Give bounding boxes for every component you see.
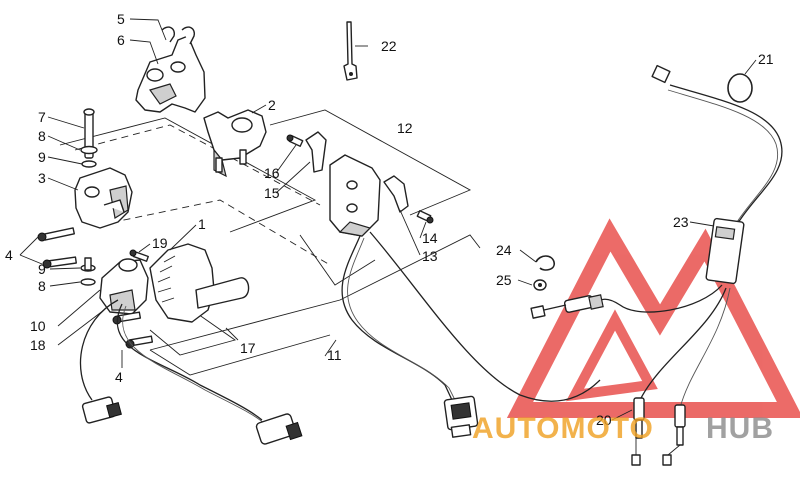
callout-8-bottom: 8 [38, 278, 46, 294]
sensor-connector [530, 294, 604, 319]
callout-2: 2 [268, 97, 276, 113]
callout-15: 15 [264, 185, 280, 201]
lever-part-15 [305, 131, 327, 173]
connector-12 [443, 395, 479, 438]
callout-6: 6 [117, 32, 125, 48]
module-part-21 [705, 217, 745, 285]
sensor-part-24 [631, 397, 686, 466]
grip-part-17 [149, 243, 250, 323]
bracket-part-6 [135, 26, 206, 113]
leader-lines [19, 18, 757, 421]
watermark-text-automoto: AUTOMOTO [472, 412, 654, 445]
callout-22: 24 [496, 242, 512, 258]
connector-left [81, 396, 122, 424]
callout-3: 3 [38, 170, 46, 186]
wire-harness-right [587, 84, 783, 409]
wire-harness-12 [341, 231, 601, 403]
connector-mid [255, 413, 303, 445]
switch-part-2 [203, 109, 267, 178]
watermark-wordmark: AUTOMOTO HUB [472, 412, 774, 445]
watermark-logo [506, 218, 800, 418]
callout-11: 11 [327, 347, 342, 363]
callout-4-bottom: 4 [115, 369, 123, 385]
callout-23: 25 [496, 272, 512, 288]
bolt-part-4-upper [37, 227, 75, 242]
wire-harness-left [79, 299, 266, 425]
callout-5: 5 [117, 11, 125, 27]
callout-14: 14 [422, 230, 438, 246]
lever-part-13 [383, 175, 409, 213]
clip-part-22 [535, 255, 555, 271]
callout-labels: 5 6 22 2 7 8 9 3 4 9 8 10 18 19 1 4 12 1… [5, 11, 774, 428]
washer-part-8-bottom [80, 278, 96, 286]
callout-16: 16 [264, 165, 280, 181]
callout-17: 17 [240, 340, 256, 356]
callout-24: 20 [596, 412, 612, 428]
screw-part-19 [129, 249, 149, 262]
callout-1: 1 [198, 216, 206, 232]
housing-part-3 [74, 167, 133, 229]
group-outline-11 [149, 234, 481, 376]
callout-21: 23 [673, 214, 689, 230]
callout-18: 18 [30, 337, 46, 353]
cable-tie-part-25 [727, 73, 753, 103]
washer-part-23 [533, 279, 547, 291]
callout-19: 19 [152, 235, 168, 251]
callout-20: 22 [381, 38, 397, 54]
housing-part-18 [99, 258, 149, 315]
tool-part-20 [343, 21, 358, 81]
connector-top-right [651, 64, 671, 84]
washer-part-8-top [80, 145, 98, 155]
callout-25: 21 [758, 51, 774, 67]
callout-10: 10 [30, 318, 46, 334]
callout-4-left: 4 [5, 247, 13, 263]
watermark-text-hub: HUB [706, 412, 774, 445]
callout-8-top: 8 [38, 128, 46, 144]
bolt-part-4-mid [42, 256, 77, 269]
washer-part-9-top [81, 160, 97, 168]
group-outline-17 [149, 304, 237, 356]
screw-part-16 [286, 134, 304, 147]
screw-part-14 [416, 210, 434, 224]
group-outline-12 [269, 109, 472, 286]
callout-13: 13 [422, 248, 438, 264]
washer-part-9-bottom [80, 257, 96, 272]
callout-9-top: 9 [38, 149, 46, 165]
callout-12: 12 [397, 120, 413, 136]
callout-9-bottom: 9 [38, 261, 46, 277]
callout-7: 7 [38, 109, 46, 125]
housing-part-12 [329, 154, 381, 237]
